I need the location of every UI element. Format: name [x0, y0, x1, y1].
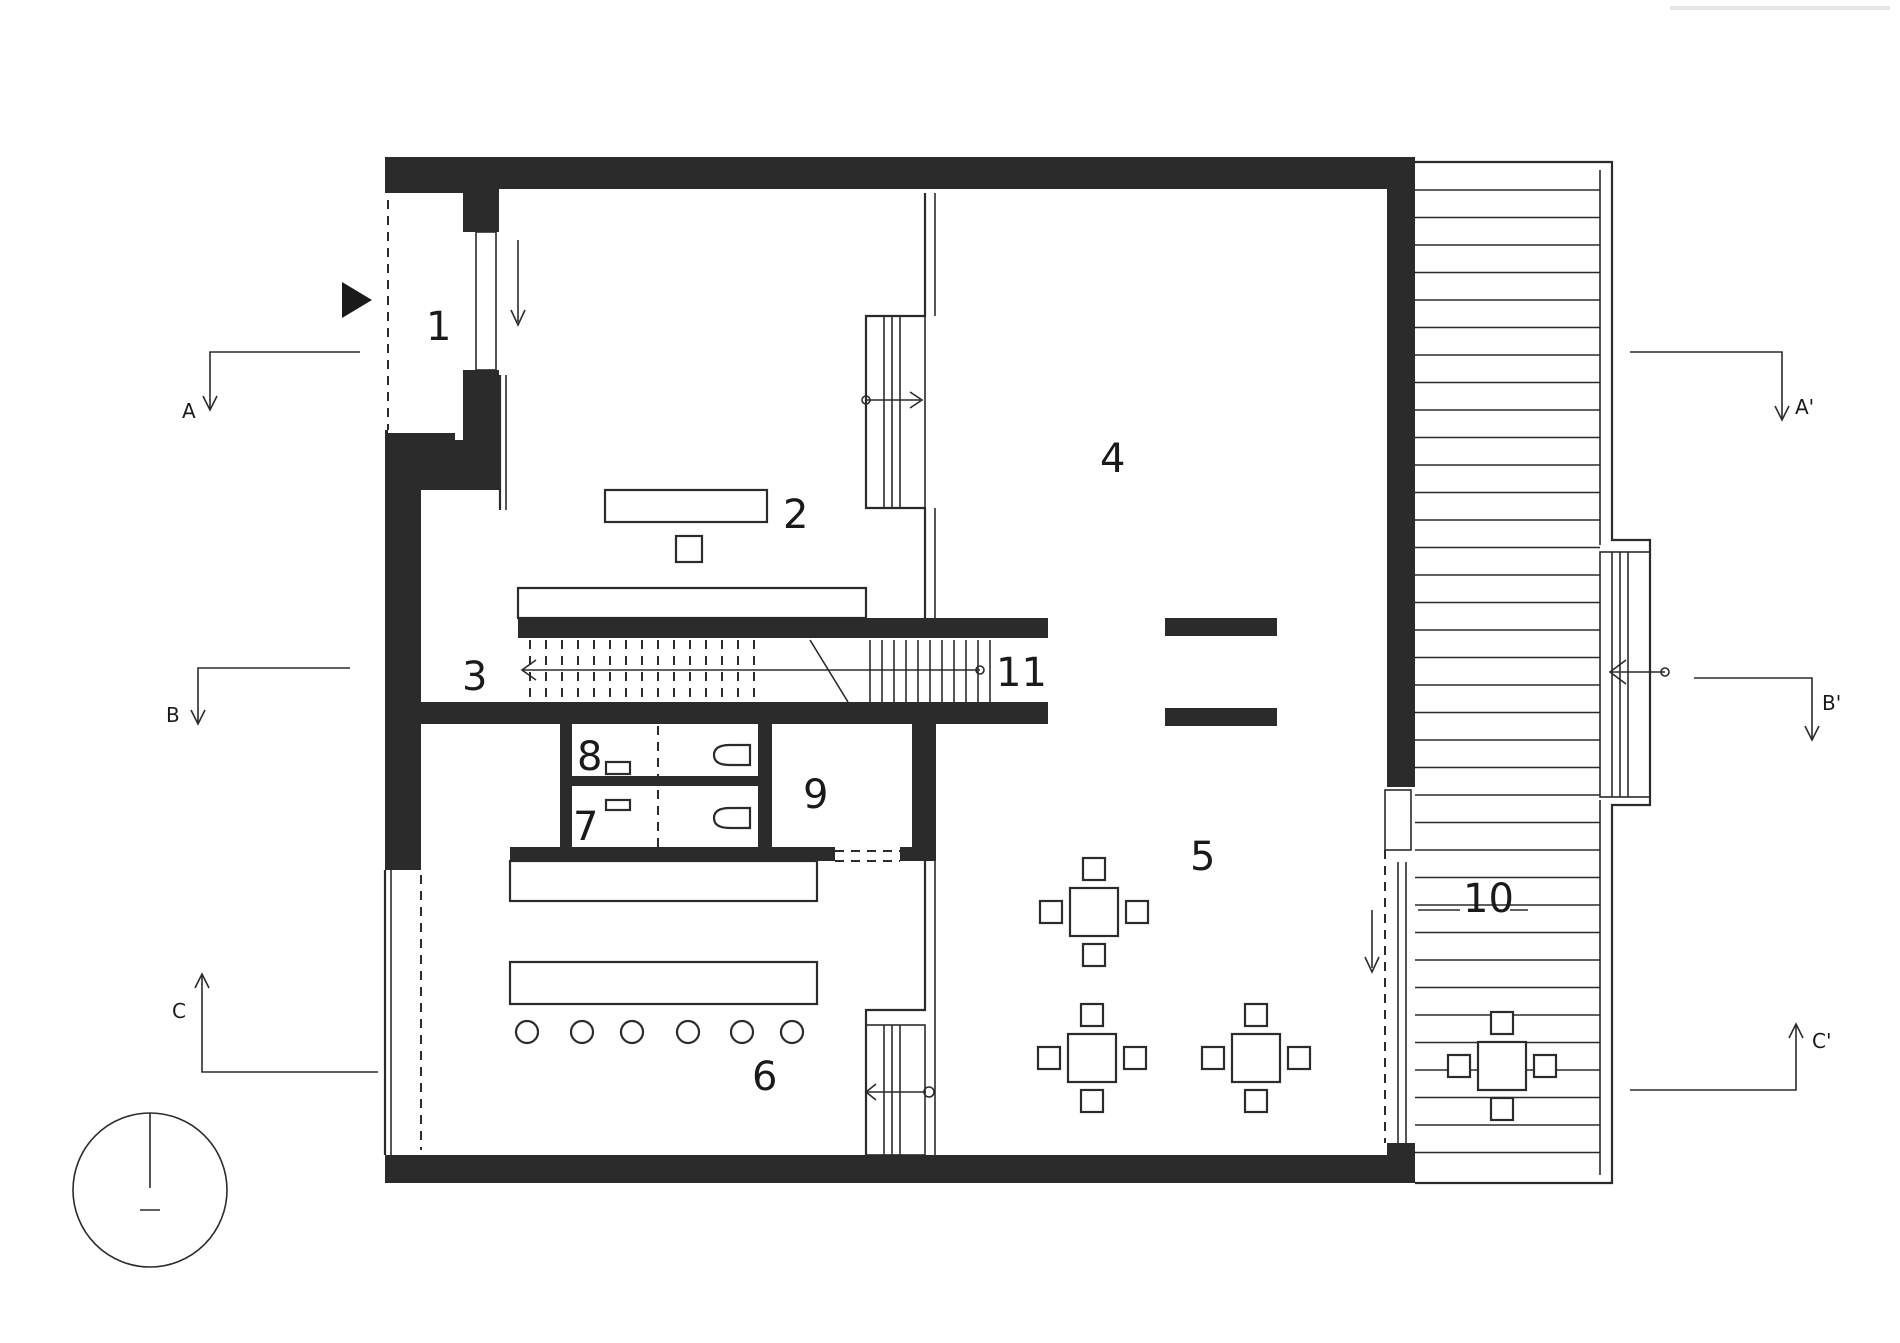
chair	[1532, 1053, 1558, 1079]
chair	[1036, 1045, 1062, 1071]
section-markers	[190, 351, 1820, 1091]
wc-fixtures	[564, 726, 752, 847]
bar-counters	[508, 859, 819, 1006]
room-label-8: 8	[577, 734, 602, 780]
dining-table	[1066, 1032, 1118, 1084]
section-label-b-prime: B'	[1822, 691, 1841, 715]
chair	[1489, 1010, 1515, 1036]
chair	[1081, 856, 1107, 882]
bar-stool	[729, 1019, 755, 1045]
dining-table-set	[1036, 1002, 1148, 1114]
chair	[1200, 1045, 1226, 1071]
dining-table-set	[1200, 1002, 1312, 1114]
chair	[1489, 1096, 1515, 1122]
dining-table	[1476, 1040, 1528, 1092]
chair	[1243, 1088, 1269, 1114]
bar-stool	[569, 1019, 595, 1045]
room-label-2: 2	[783, 492, 808, 538]
section-label-c-prime: C'	[1812, 1029, 1831, 1053]
dining-table	[1230, 1032, 1282, 1084]
reception-desk	[603, 488, 769, 564]
dining-table-set	[1038, 856, 1150, 968]
north-arrow-icon	[72, 1112, 228, 1268]
bar-stool	[779, 1019, 805, 1045]
chair	[1079, 1088, 1105, 1114]
section-label-b: B	[166, 703, 180, 727]
room-label-9: 9	[803, 772, 828, 818]
room-label-11: 11	[996, 650, 1047, 696]
entrance-icon	[342, 282, 372, 318]
bar-stools	[514, 1019, 805, 1045]
section-label-a: A	[182, 399, 196, 423]
dining-table	[1068, 886, 1120, 938]
room-label-6: 6	[752, 1054, 777, 1100]
terrace-decking	[1415, 160, 1670, 1185]
bar-stool	[675, 1019, 701, 1045]
chair	[1038, 899, 1064, 925]
upper-steps	[861, 315, 926, 509]
section-label-c: C	[172, 999, 186, 1023]
room-label-4: 4	[1100, 436, 1125, 482]
entrance-vestibule	[342, 193, 526, 510]
chair	[1079, 1002, 1105, 1028]
dining-table-set	[1446, 1010, 1558, 1122]
bar-stool	[619, 1019, 645, 1045]
bar-stool	[514, 1019, 540, 1045]
room-label-1: 1	[426, 304, 451, 350]
interior-walls	[421, 618, 1277, 862]
chair	[1286, 1045, 1312, 1071]
section-label-a-prime: A'	[1795, 395, 1814, 419]
room-label-10: 10	[1463, 876, 1514, 922]
exterior-walls	[385, 157, 1415, 1183]
room-label-3: 3	[462, 654, 487, 700]
lower-steps	[864, 1024, 935, 1156]
chair	[1446, 1053, 1472, 1079]
room-label-5: 5	[1190, 834, 1215, 880]
chair	[1122, 1045, 1148, 1071]
room-label-7: 7	[573, 804, 598, 850]
chair	[1124, 899, 1150, 925]
counter-top	[516, 586, 868, 620]
dining-tables	[1036, 856, 1558, 1122]
chair	[1243, 1002, 1269, 1028]
chair	[1081, 942, 1107, 968]
